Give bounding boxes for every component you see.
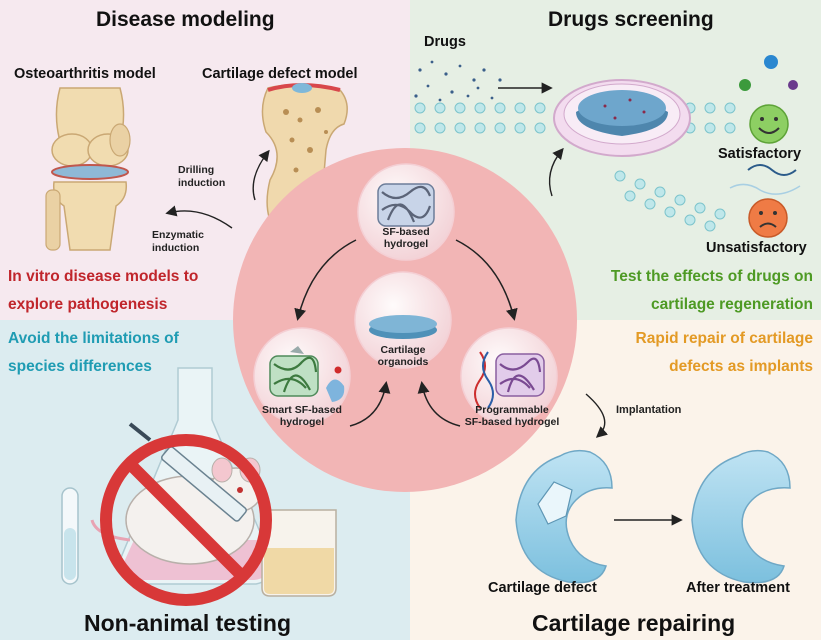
sf-hydrogel-label-2: hydrogel xyxy=(383,238,429,250)
repair-caption-line2: defects as implants xyxy=(669,358,813,375)
cartilage-organoids-label-1: Cartilage xyxy=(380,344,426,356)
petri-dish-icon xyxy=(553,79,691,157)
beaker-icon xyxy=(261,509,337,597)
drug-ball-icon xyxy=(764,55,778,69)
drug-ball-icon xyxy=(739,79,751,91)
smart-hydrogel-label-2: hydrogel xyxy=(279,416,325,428)
cartilage-defect-model-label: Cartilage defect model xyxy=(202,66,358,82)
species-caption-line2: species differences xyxy=(8,358,152,375)
drilling-induction-label-2: induction xyxy=(178,177,226,189)
bead-chain-lower xyxy=(614,170,726,232)
non-animal-testing-title: Non-animal testing xyxy=(84,610,292,636)
smart-hydrogel-label-1: Smart SF-based xyxy=(262,404,342,416)
cartilage-defect-bone-icon xyxy=(261,83,348,233)
bead-chain-upper xyxy=(414,102,736,134)
satisfactory-label: Satisfactory xyxy=(718,146,802,162)
sf-hydrogel-label-1: SF-based xyxy=(382,226,430,238)
programmable-hydrogel-label-2: SF-based hydrogel xyxy=(464,416,560,428)
cartilage-repairing-title: Cartilage repairing xyxy=(532,610,736,636)
knee-joint-icon xyxy=(45,87,131,251)
cartilage-organoid-bubble-icon xyxy=(354,271,452,369)
species-caption-line1: Avoid the limitations of xyxy=(8,330,179,347)
drug-ball-icon xyxy=(788,80,798,90)
programmable-hydrogel-bubble-icon xyxy=(460,327,558,425)
unsatisfactory-label: Unsatisfactory xyxy=(706,240,807,256)
implantation-label: Implantation xyxy=(616,404,682,416)
drilling-induction-label-1: Drilling xyxy=(178,164,215,176)
osteoarthritis-model-label: Osteoarthritis model xyxy=(14,66,156,82)
prohibited-icon xyxy=(100,434,272,606)
disease-caption-line2: explore pathogenesis xyxy=(8,296,168,313)
syringe-icon xyxy=(128,422,247,522)
test-tube-icon xyxy=(61,487,79,585)
drugs-screening-title: Drugs screening xyxy=(548,8,714,31)
enzymatic-induction-label-1: Enzymatic xyxy=(152,229,204,241)
sad-face-icon xyxy=(748,198,788,238)
disease-caption-line1: In vitro disease models to xyxy=(8,268,199,285)
cartilage-defect-label: Cartilage defect xyxy=(488,580,597,596)
enzymatic-induction-label-2: induction xyxy=(152,242,200,254)
programmable-hydrogel-label-1: Programmable xyxy=(475,404,549,416)
happy-face-icon xyxy=(749,104,789,144)
drugs-caption-line2: cartilage regeneration xyxy=(651,296,813,313)
sf-hydrogel-bubble-icon xyxy=(357,163,455,261)
cartilage-organoids-label-2: organoids xyxy=(377,356,429,368)
disease-modeling-title: Disease modeling xyxy=(96,8,275,31)
cartilage-defect-icon xyxy=(515,449,613,584)
repaired-cartilage-icon xyxy=(691,449,791,584)
drug-particles-icon xyxy=(414,60,502,102)
squiggle-icon xyxy=(747,164,797,176)
drugs-label: Drugs xyxy=(424,34,466,50)
after-treatment-label: After treatment xyxy=(686,580,790,596)
drugs-caption-line1: Test the effects of drugs on xyxy=(610,268,813,285)
smart-hydrogel-bubble-icon xyxy=(253,327,351,425)
repair-caption-line1: Rapid repair of cartilage xyxy=(635,330,813,347)
